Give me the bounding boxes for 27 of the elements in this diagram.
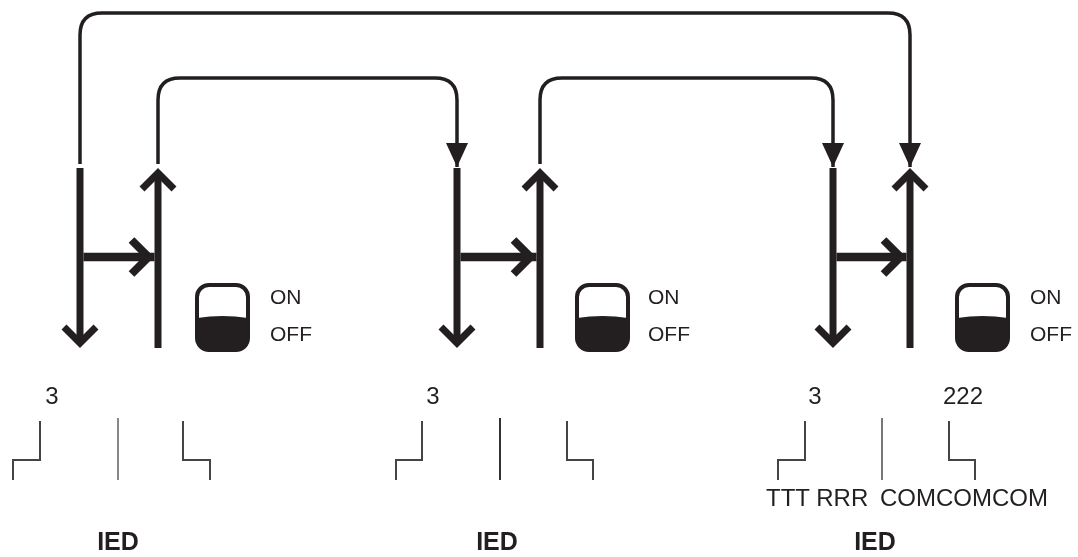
down-arrow (59, 168, 101, 348)
up-arrow (137, 168, 179, 348)
state-label: OFF (648, 323, 690, 344)
down-arrow (436, 168, 478, 348)
number-label: 222 (943, 384, 983, 408)
down-arrow (812, 168, 854, 348)
number-label: 3 (45, 384, 59, 408)
terminal-label: COMCOMCOM (880, 486, 1048, 510)
arrow (460, 236, 537, 278)
arrow (83, 236, 155, 278)
device-label: IED (476, 529, 518, 554)
up-arrow (519, 168, 561, 348)
terminal-label: TTT RRR (766, 486, 869, 510)
connector-arrow (78, 11, 921, 167)
device-label: IED (854, 529, 896, 554)
connector-arrow (538, 76, 844, 167)
device-label: IED (97, 529, 139, 554)
state-label: ON (648, 286, 680, 307)
arrow (836, 236, 907, 278)
number-label: 3 (426, 384, 440, 408)
state-label: ON (1030, 286, 1062, 307)
number-label: 3 (808, 384, 822, 408)
state-label: OFF (1030, 323, 1072, 344)
state-label: ON (270, 286, 302, 307)
state-label: OFF (270, 323, 312, 344)
up-arrow (889, 168, 931, 348)
connector-arrow (156, 76, 468, 167)
